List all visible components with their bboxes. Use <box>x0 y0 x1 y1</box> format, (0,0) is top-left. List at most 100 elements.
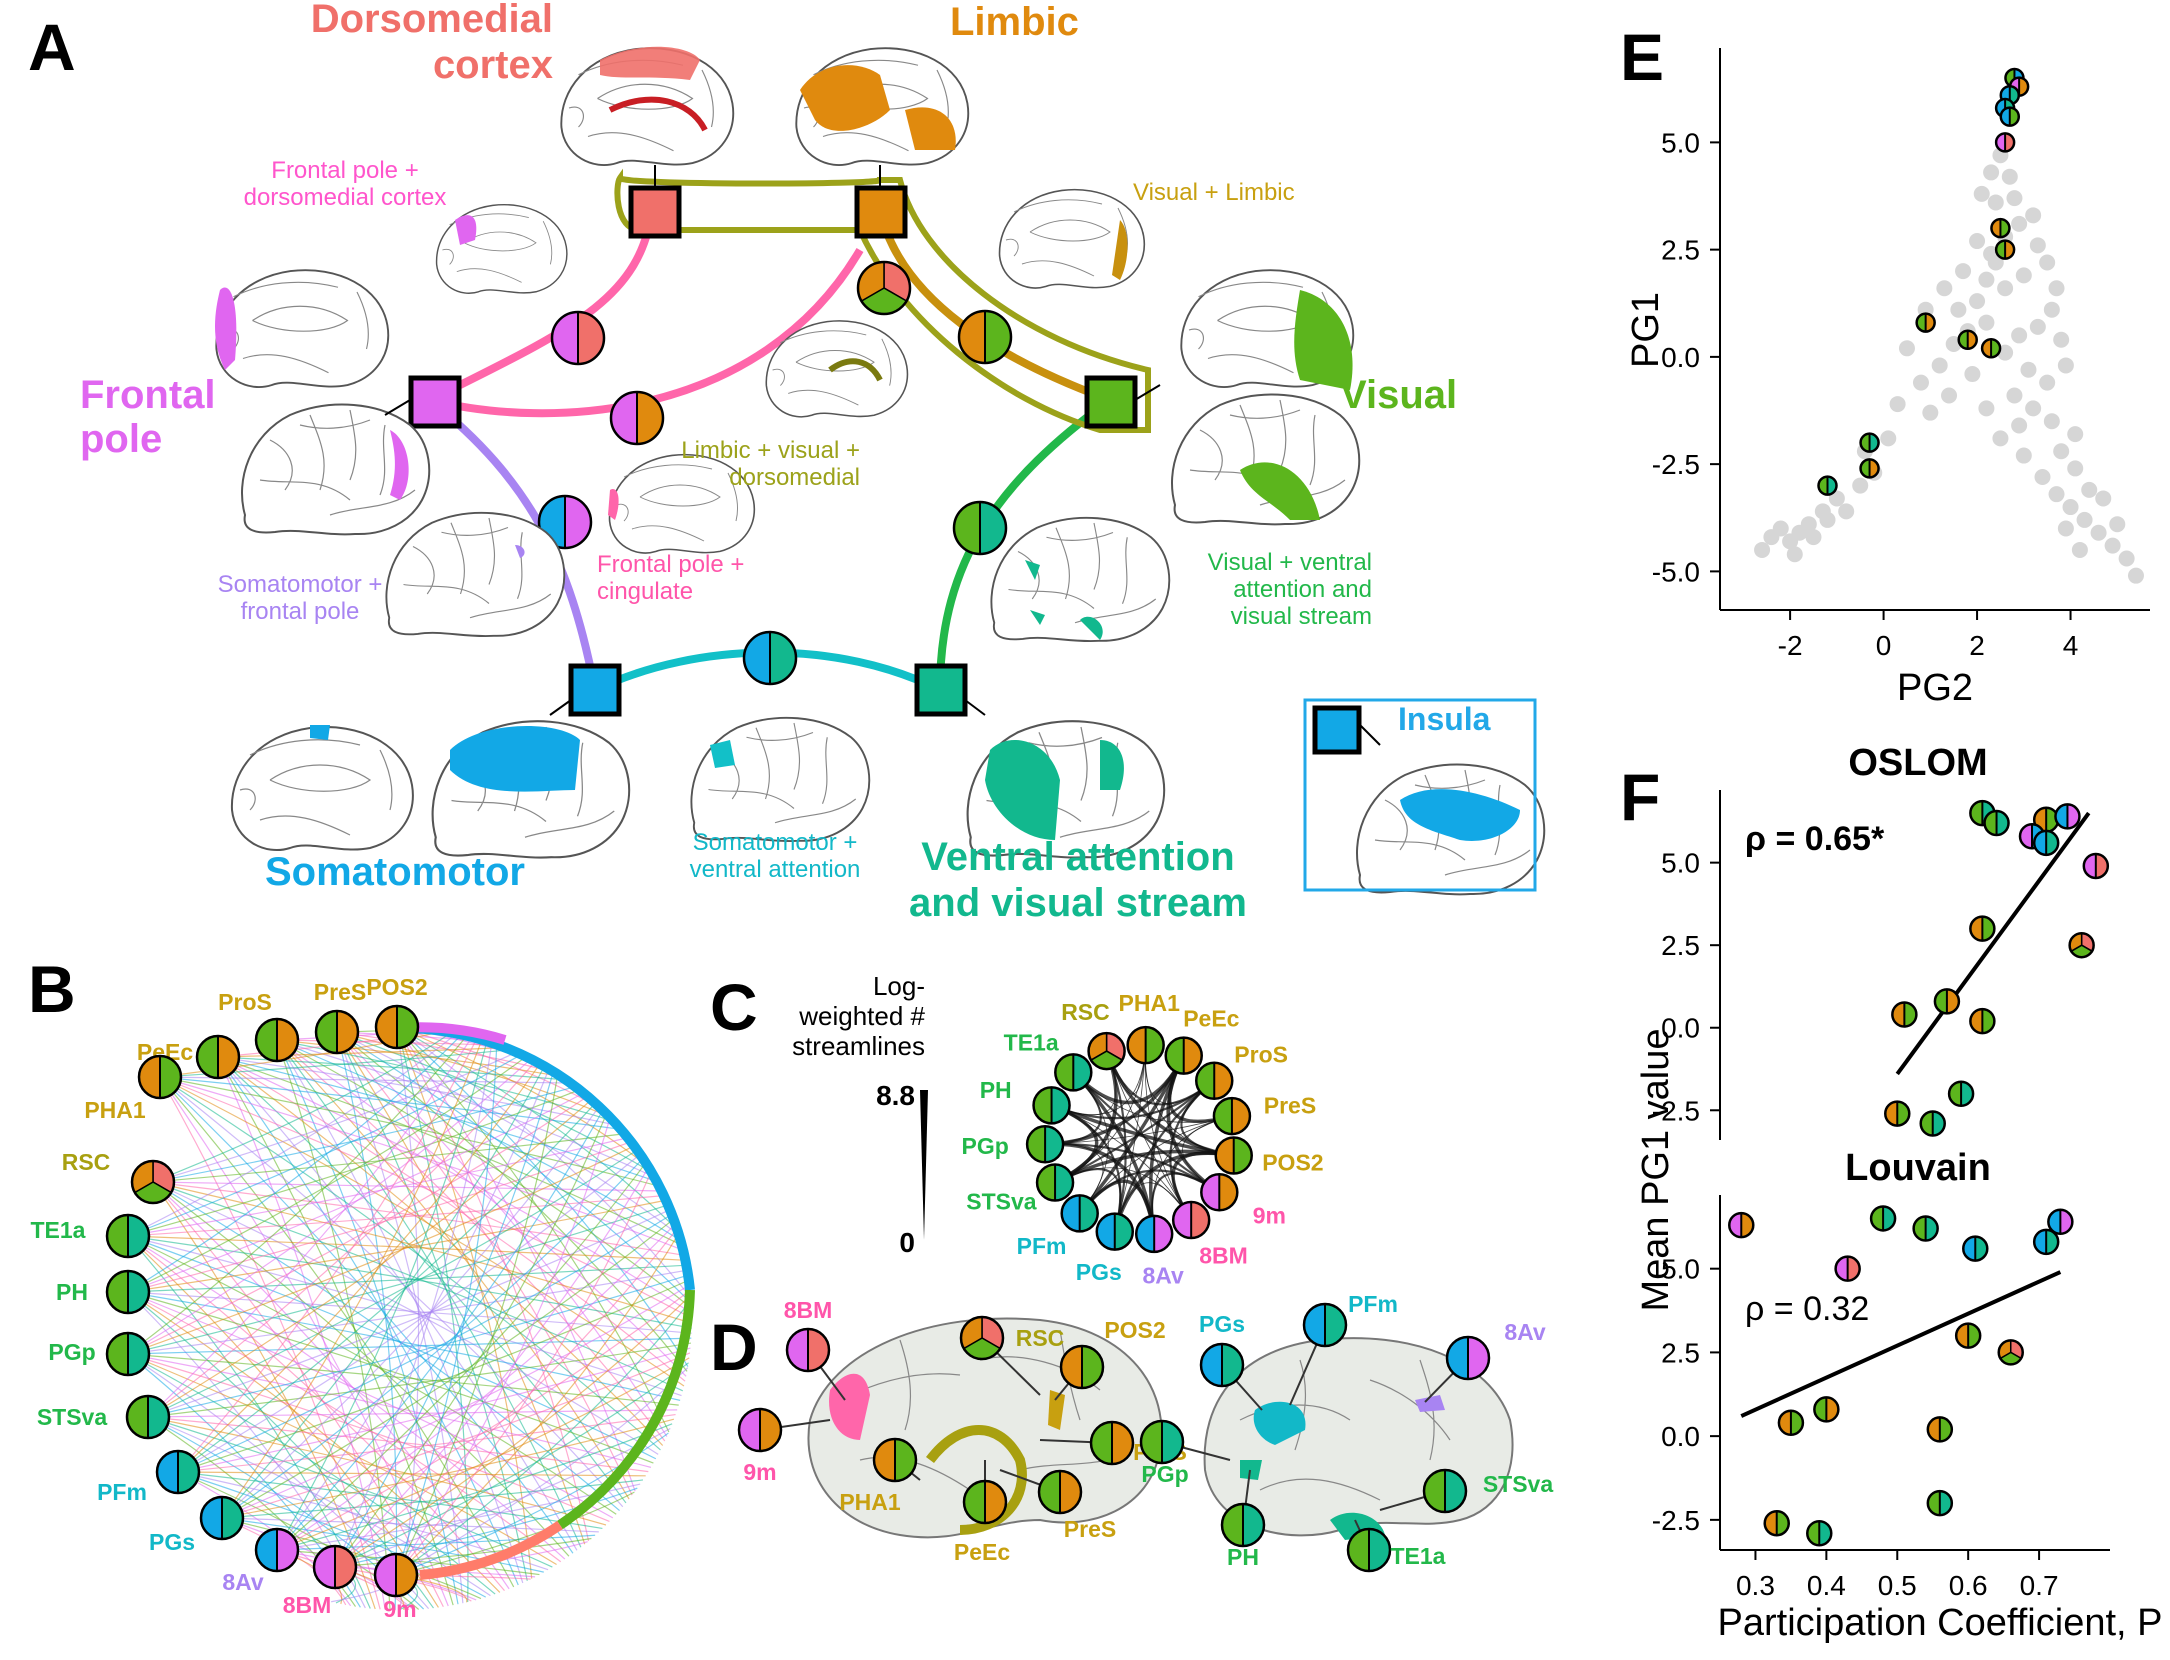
brain-frontal-dorsomedial <box>435 203 568 294</box>
brain-frontal-lateral <box>241 403 431 536</box>
brain-limbic <box>795 47 970 166</box>
e-bg-point <box>1898 340 1915 357</box>
scale-wedge <box>920 1090 928 1240</box>
b-node-pgp <box>105 1331 151 1377</box>
e-ytick: 5.0 <box>1661 127 1700 158</box>
e-bg-point <box>2109 516 2126 533</box>
b-node-label-pos2: POS2 <box>366 974 427 1000</box>
f-top-ytick: -2.5 <box>1652 1095 1700 1126</box>
e-bg-point <box>2039 374 2056 391</box>
pie-frontal-dorsomedial <box>550 310 606 366</box>
d-node-8av <box>1445 1335 1491 1381</box>
c-node-label-pros: ProS <box>1234 1042 1288 1068</box>
node-ventral-attention <box>914 663 968 717</box>
e-bg-point <box>2015 267 2032 284</box>
e-bg-point <box>1978 400 1995 417</box>
e-point <box>1957 329 1978 350</box>
edge-label-sm-fp: Somatomotor +frontal pole <box>218 571 383 625</box>
f-bot-point <box>1834 1255 1861 1282</box>
e-bg-point <box>2081 481 2098 498</box>
e-bg-point <box>1973 185 1990 202</box>
c-node-label-rsc: RSC <box>1061 999 1110 1025</box>
c-node-label-8bm: 8BM <box>1199 1242 1248 1268</box>
f-top-point <box>1884 1100 1911 1127</box>
d-node-pfm <box>1302 1302 1348 1348</box>
f-top-point <box>1933 988 1961 1015</box>
f-bot-ytick: -2.5 <box>1652 1505 1700 1536</box>
edge-label-fp-cing: Frontal pole +cingulate <box>597 551 744 605</box>
brain-visual-ventral <box>990 516 1171 643</box>
panel-f: F OSLOM Louvain ρ = 0.65* ρ = 0.32 -2.50… <box>1620 742 2162 1644</box>
f-bot-point <box>1926 1489 1954 1517</box>
c-node-pfm <box>1060 1194 1099 1233</box>
d-node-peec <box>962 1479 1008 1525</box>
c-node-8bm <box>1171 1200 1211 1240</box>
d-node-8bm <box>785 1327 831 1373</box>
d-node-stsva <box>1422 1468 1468 1514</box>
e-bg-point <box>1889 396 1906 413</box>
b-node-label-pha1: PHA1 <box>84 1097 146 1123</box>
c-node-label-peec: PeEc <box>1183 1005 1239 1031</box>
e-bg-point <box>2011 215 2028 232</box>
f-top-point <box>1919 1110 1946 1137</box>
edge-label-lim-vis-dm: Limbic + visual +dorsomedial <box>681 437 860 491</box>
d-node-label-te1a: TE1a <box>1391 1543 1446 1569</box>
e-bg-point <box>1754 541 1771 558</box>
c-node-stsva <box>1035 1163 1075 1202</box>
c-node-pres <box>1212 1096 1252 1136</box>
node-visual <box>1084 375 1138 429</box>
e-bg-point <box>2020 361 2037 378</box>
e-bg-point <box>2118 550 2135 567</box>
b-node-label-rsc: RSC <box>62 1149 111 1175</box>
e-bg-point <box>1955 263 1972 280</box>
c-node-pros <box>1195 1061 1234 1100</box>
panel-letter-c: C <box>710 970 758 1044</box>
c-chord-lines <box>1045 1045 1235 1235</box>
f-bot-point <box>1728 1211 1755 1239</box>
e-bg-point <box>1978 271 1995 288</box>
e-bg-point <box>2006 190 2023 207</box>
e-bg-point <box>1941 387 1958 404</box>
brain-visual-lateral <box>1171 393 1361 526</box>
e-ytick: 0.0 <box>1661 342 1700 373</box>
c-node-label-pos2: POS2 <box>1262 1149 1323 1175</box>
f-top-point <box>2082 852 2110 880</box>
b-nodes: POS2PreSProSPeEcPHA1RSCTE1aPHPGpSTSvaPFm… <box>31 974 428 1622</box>
d-node-label-pgp: PGp <box>1141 1461 1188 1487</box>
e-highlighted-points <box>1817 67 2030 496</box>
e-bg-point <box>2043 413 2060 430</box>
f-top-ytick: 2.5 <box>1661 930 1700 961</box>
insula-box <box>1303 698 1537 892</box>
e-ytick: -5.0 <box>1652 556 1700 587</box>
e-bg-point <box>1805 529 1822 546</box>
e-bg-point <box>1931 357 1948 374</box>
brain-visual-medial <box>1180 269 1355 390</box>
e-bg-point <box>1772 520 1789 537</box>
f-bot-point <box>1763 1509 1790 1537</box>
e-bg-point <box>2076 511 2093 528</box>
pie-limbic-visual-dorsomedial <box>856 260 912 316</box>
b-node-label-pres: PreS <box>314 979 366 1005</box>
b-node-label-8av: 8Av <box>222 1569 264 1595</box>
f-bot-point <box>1954 1322 1982 1349</box>
e-bg-point <box>1969 233 1986 250</box>
b-node-8bm <box>312 1544 358 1590</box>
c-node-label-stsva: STSva <box>966 1188 1037 1214</box>
f-top-point <box>1983 809 2010 837</box>
e-point <box>1990 217 2011 239</box>
e-bg-point <box>2071 541 2088 558</box>
f-bot-ytick: 2.5 <box>1661 1337 1700 1368</box>
scale-title: Log-weighted #streamlines <box>792 971 925 1061</box>
e-ytick: -2.5 <box>1652 449 1700 480</box>
f-xtick: 0.4 <box>1807 1570 1846 1601</box>
e-background-points <box>1754 147 2144 584</box>
d-node-label-8bm: 8BM <box>784 1297 833 1323</box>
f-top-title: OSLOM <box>1848 742 1987 784</box>
b-node-9m <box>373 1552 419 1598</box>
f-bot-point <box>1912 1215 1939 1242</box>
label-somatomotor: Somatomotor <box>265 850 525 894</box>
